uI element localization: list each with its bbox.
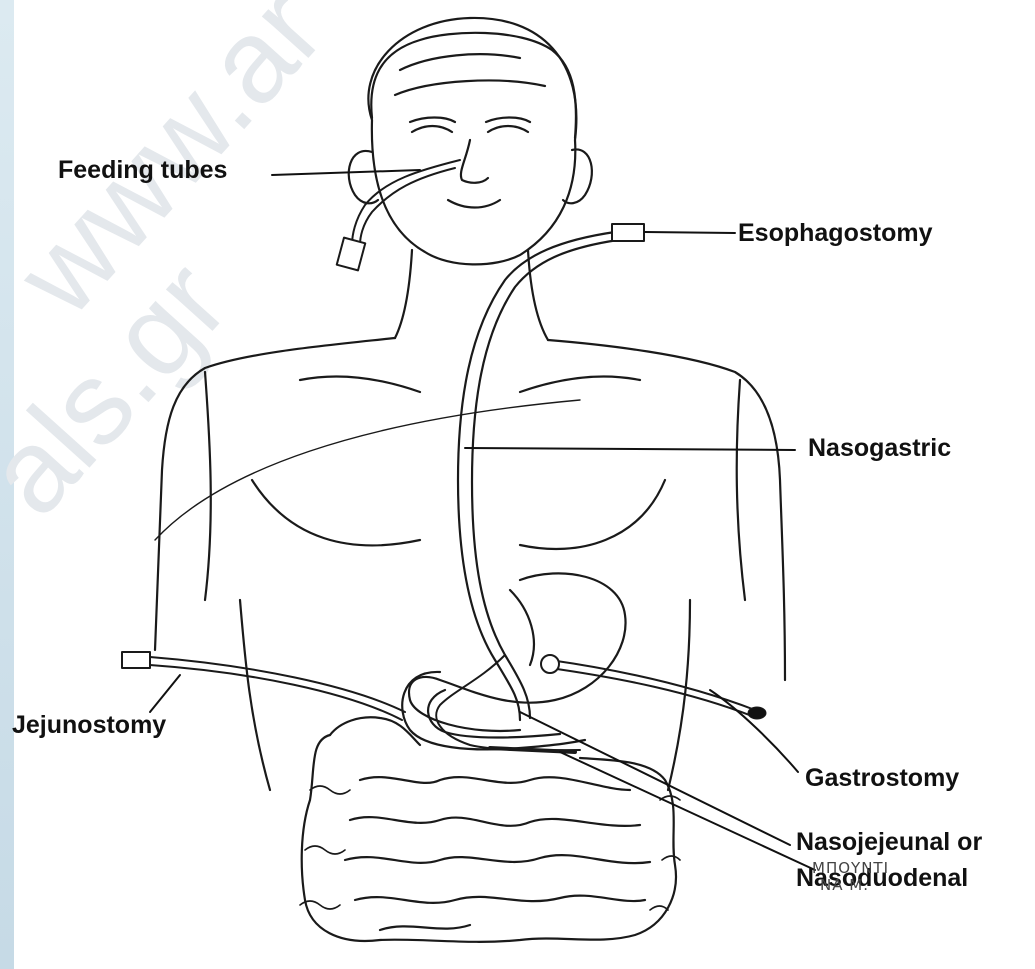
jejunostomy-tube xyxy=(150,657,405,712)
gastrostomy-tube xyxy=(550,660,755,710)
large-intestine xyxy=(302,735,676,942)
esophagostomy-tube xyxy=(458,232,615,720)
waist-left xyxy=(240,600,270,790)
leader-esophagostomy xyxy=(645,232,735,233)
esophagostomy-connector xyxy=(612,224,644,241)
small-intestine xyxy=(360,777,630,790)
liver-outline xyxy=(155,400,580,540)
left-shoulder xyxy=(155,338,395,650)
label-nasojejunal: Nasojejeunal or xyxy=(796,830,982,855)
right-eye xyxy=(488,126,528,132)
author-credit-line-1: ΜΠΟΥΝΤΙ xyxy=(812,860,889,877)
label-gastrostomy: Gastrostomy xyxy=(805,766,959,791)
leader-gastrostomy xyxy=(710,690,798,772)
neck-right xyxy=(528,250,548,340)
leader-feeding-tubes xyxy=(272,170,420,175)
label-nasogastric: Nasogastric xyxy=(808,436,951,461)
mouth xyxy=(448,200,500,208)
gastrostomy-port xyxy=(541,655,559,673)
leader-nasojejunal-2 xyxy=(560,752,815,870)
chest-right xyxy=(520,480,665,549)
author-credit: ΜΠΟΥΝΤΙ ΝΑ Μ. xyxy=(812,860,889,895)
nasal-tube-connector xyxy=(337,238,365,271)
neck-left xyxy=(395,250,412,338)
author-credit-line-2: ΝΑ Μ. xyxy=(812,877,889,894)
leader-nasogastric xyxy=(465,448,795,450)
nose xyxy=(461,140,488,183)
jejunostomy-connector xyxy=(122,652,150,668)
label-esophagostomy: Esophagostomy xyxy=(738,221,932,246)
left-eye xyxy=(412,126,452,132)
leader-jejunostomy xyxy=(150,675,180,712)
right-shoulder xyxy=(548,340,785,680)
label-jejunostomy: Jejunostomy xyxy=(12,713,166,738)
chest-left xyxy=(252,480,420,545)
label-feeding-tubes: Feeding tubes xyxy=(58,158,227,183)
